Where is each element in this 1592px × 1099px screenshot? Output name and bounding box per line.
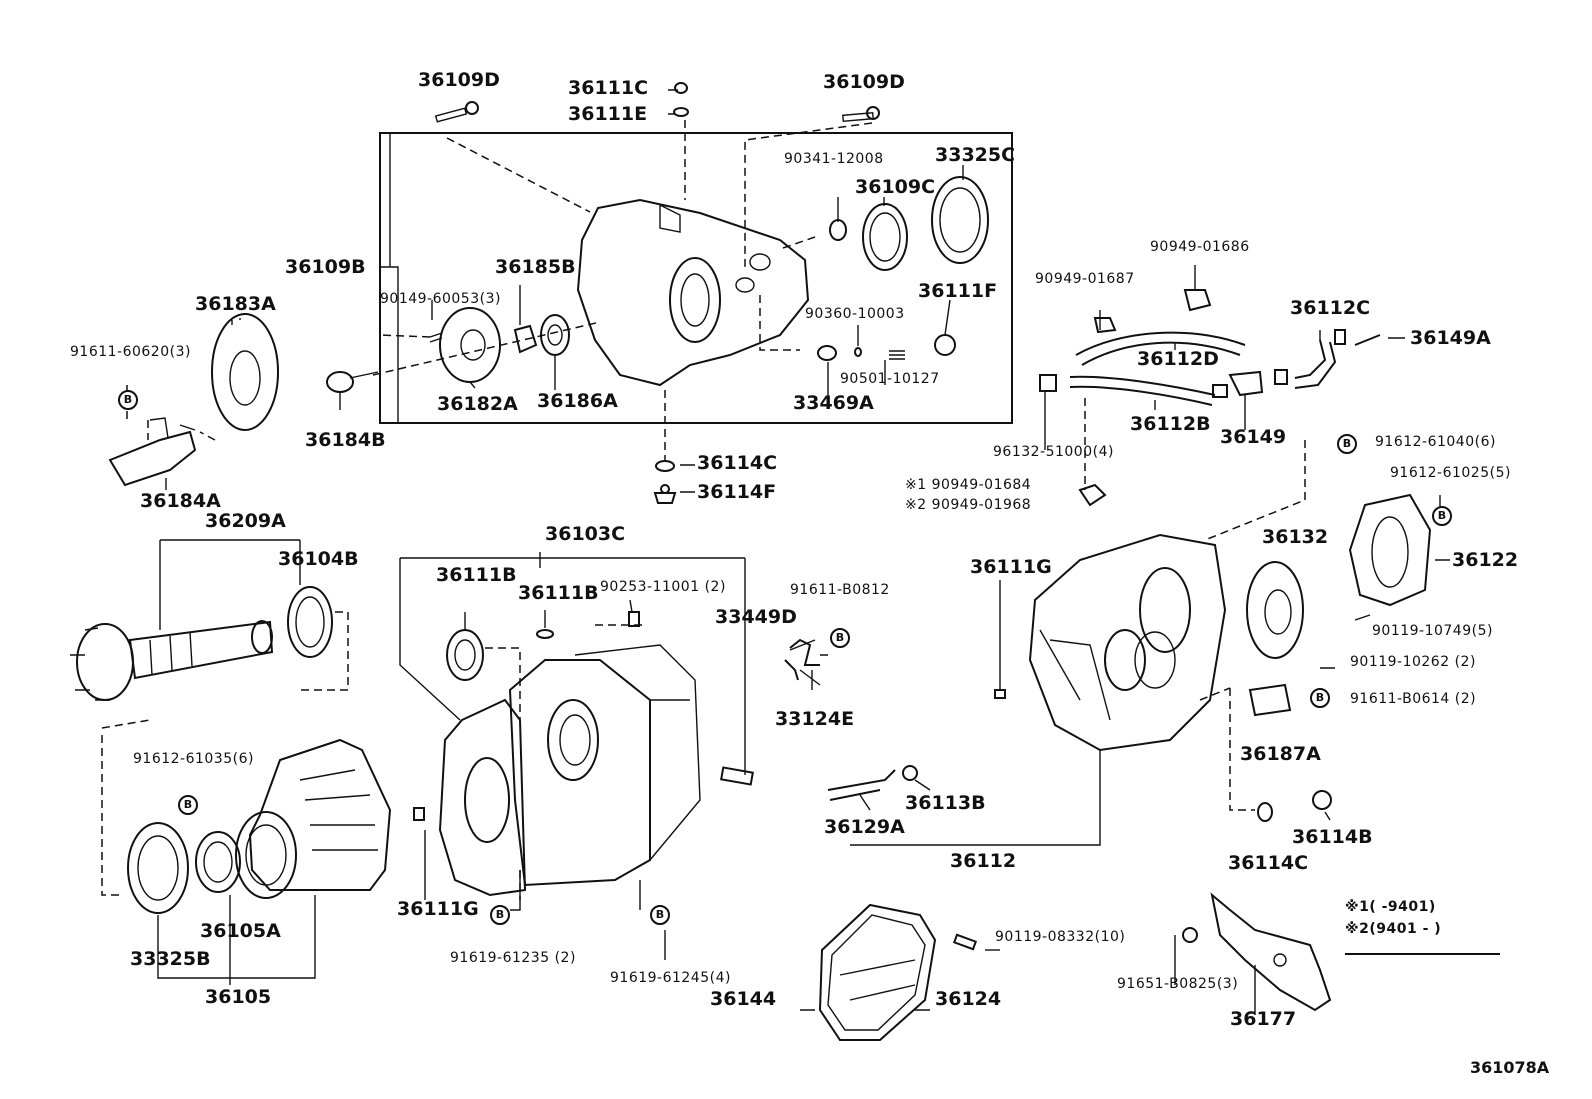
part-label-90501-10127: 90501-10127 <box>840 371 940 387</box>
part-label-36114C-a: 36114C <box>697 452 778 474</box>
part-label-36149A: 36149A <box>1410 327 1491 349</box>
part-label-91612-61025: 91612-61025(5) <box>1390 465 1511 481</box>
part-label-36149: 36149 <box>1220 426 1287 448</box>
part-label-90341-12008: 90341-12008 <box>784 151 884 167</box>
parts-36129A <box>827 765 931 811</box>
note-label-1: ※1 90949-01684 <box>905 477 1032 493</box>
transfer-case-rear <box>850 440 1450 846</box>
part-label-36112D: 36112D <box>1137 348 1219 370</box>
part-label-36112C: 36112C <box>1290 297 1371 319</box>
part-label-90360-10003: 90360-10003 <box>805 306 905 322</box>
part-label-36132: 36132 <box>1262 526 1329 548</box>
part-label-33325C: 33325C <box>935 144 1016 166</box>
part-label-36111G-b: 36111G <box>397 898 479 920</box>
cover-plate-36124 <box>800 903 1000 1041</box>
part-label-36122: 36122 <box>1452 549 1519 571</box>
part-label-36114C-b: 36114C <box>1228 852 1309 874</box>
part-label-36209A: 36209A <box>205 510 286 532</box>
parts-36183A <box>108 313 279 487</box>
part-label-36184B: 36184B <box>305 429 386 451</box>
part-label-36111F: 36111F <box>918 280 998 302</box>
part-label-36183A: 36183A <box>195 293 276 315</box>
part-label-36185B: 36185B <box>495 256 576 278</box>
part-label-36114F: 36114F <box>697 481 777 503</box>
bolt-mark: B <box>1310 688 1330 708</box>
part-label-36177: 36177 <box>1230 1008 1297 1030</box>
part-label-36111B-b: 36111B <box>518 582 599 604</box>
bolt-mark: B <box>1337 434 1357 454</box>
bolt-mark: B <box>650 905 670 925</box>
part-label-91611-60620: 91611-60620(3) <box>70 344 191 360</box>
part-label-33469A: 33469A <box>793 392 874 414</box>
part-label-90119-08332: 90119-08332(10) <box>995 929 1126 945</box>
part-label-36112B: 36112B <box>1130 413 1211 435</box>
legend-note-1: ※1( -9401) <box>1345 899 1436 915</box>
part-label-91651-B0825: 91651-B0825(3) <box>1117 976 1239 992</box>
part-label-33325B: 33325B <box>130 948 211 970</box>
part-label-36109D-b: 36109D <box>823 71 905 93</box>
part-label-36109C: 36109C <box>855 176 936 198</box>
part-label-36111G-a: 36111G <box>970 556 1052 578</box>
extension-housing-lower <box>101 719 392 985</box>
part-label-36112: 36112 <box>950 850 1017 872</box>
part-label-90949-01686: 90949-01686 <box>1150 239 1250 255</box>
part-label-36109B: 36109B <box>285 256 366 278</box>
part-label-36144: 36144 <box>710 988 777 1010</box>
part-label-90149-60053: 90149-60053(3) <box>380 291 501 307</box>
part-label-36103C: 36103C <box>545 523 626 545</box>
legend-note-2: ※2(9401 - ) <box>1345 921 1442 937</box>
part-label-36114B: 36114B <box>1292 826 1373 848</box>
output-shaft-36209A <box>70 539 349 701</box>
bolt-mark: B <box>118 390 138 410</box>
part-label-36111B-a: 36111B <box>436 564 517 586</box>
part-label-36113B: 36113B <box>905 792 986 814</box>
bolt-mark: B <box>1432 506 1452 526</box>
bracket-36177 <box>1174 892 1332 1015</box>
part-label-36105A: 36105A <box>200 920 281 942</box>
part-label-36187A: 36187A <box>1240 743 1321 765</box>
transfer-case-center <box>399 552 754 960</box>
part-label-90119-10262: 90119-10262 (2) <box>1350 654 1476 670</box>
parts-33124E <box>784 638 828 690</box>
part-label-36186A: 36186A <box>537 390 618 412</box>
part-label-36111E: 36111E <box>568 103 648 125</box>
part-label-91611-B0812: 91611-B0812 <box>790 582 890 598</box>
part-label-90949-01687: 90949-01687 <box>1035 271 1135 287</box>
part-label-36182A: 36182A <box>437 393 518 415</box>
part-label-90119-10749: 90119-10749(5) <box>1372 623 1493 639</box>
part-label-36105: 36105 <box>205 986 272 1008</box>
part-label-96132-51000: 96132-51000(4) <box>993 444 1114 460</box>
part-label-33449D: 33449D <box>715 606 797 628</box>
bolt-mark: B <box>830 628 850 648</box>
part-label-91612-61040: 91612-61040(6) <box>1375 434 1496 450</box>
breather-hoses <box>1039 265 1405 507</box>
upper-assembly-frame <box>379 132 1013 424</box>
bolt-mark: B <box>178 795 198 815</box>
part-label-36124: 36124 <box>935 988 1002 1010</box>
part-label-36111C: 36111C <box>568 77 649 99</box>
extension-housing-upper <box>576 198 810 387</box>
part-label-90253-11001: 90253-11001 (2) <box>600 579 726 595</box>
diagram-id: 361078A <box>1470 1058 1550 1077</box>
part-label-91619-61235: 91619-61235 (2) <box>450 950 576 966</box>
part-label-36109D-a: 36109D <box>418 69 500 91</box>
bolt-mark: B <box>490 905 510 925</box>
part-label-91619-61245: 91619-61245(4) <box>610 970 731 986</box>
part-label-33124E: 33124E <box>775 708 855 730</box>
part-label-91611-B0614: 91611-B0614 (2) <box>1350 691 1477 707</box>
part-label-91612-61035: 91612-61035(6) <box>133 751 254 767</box>
note-label-2: ※2 90949-01968 <box>905 497 1032 513</box>
part-label-36184A: 36184A <box>140 490 221 512</box>
part-label-36129A: 36129A <box>824 816 905 838</box>
part-label-36104B: 36104B <box>278 548 359 570</box>
